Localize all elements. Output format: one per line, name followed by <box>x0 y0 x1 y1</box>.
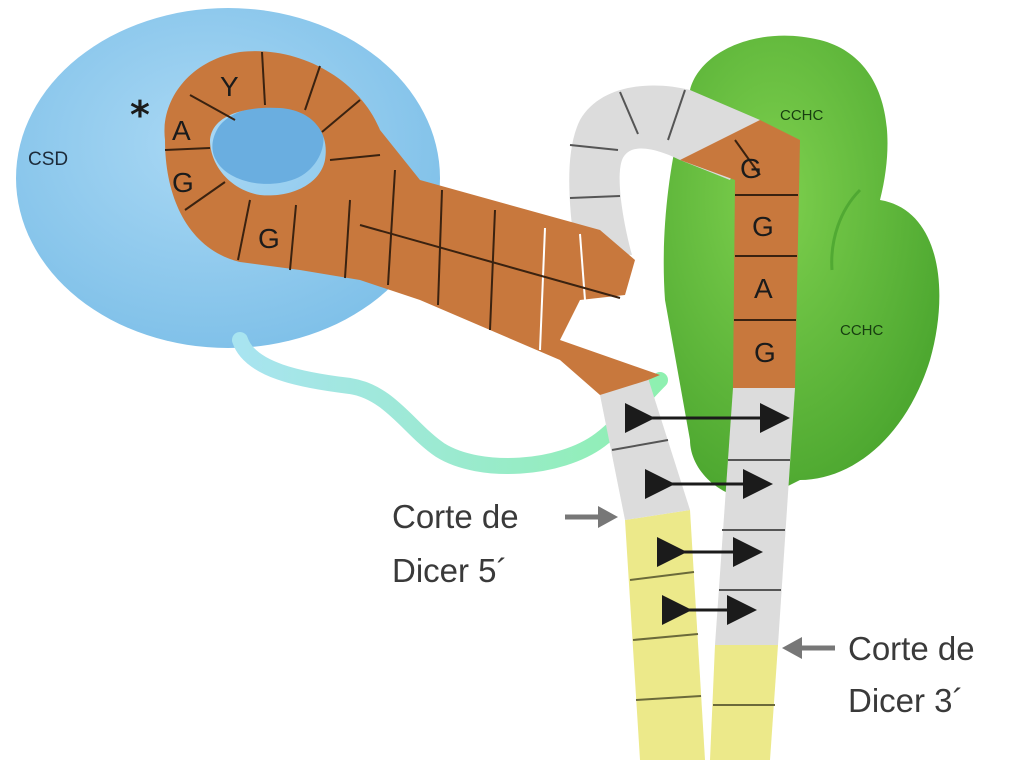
rna-5prime-yellow <box>625 510 705 760</box>
loop-nt: Y <box>220 71 239 102</box>
cut-3-line1: Corte de <box>848 630 975 667</box>
stem-nt: A <box>754 273 773 304</box>
cchc-label-bottom: CCHC <box>840 322 883 339</box>
loop-nt: G <box>172 167 194 198</box>
cut-arrow-5 <box>565 506 618 528</box>
rna-5prime-grey <box>600 378 690 520</box>
stem-nt: G <box>752 211 774 242</box>
cut-arrow-3 <box>782 637 835 659</box>
cut-3-line2: Dicer 3´ <box>848 682 964 719</box>
cut-5-line2: Dicer 5´ <box>392 552 508 589</box>
loop-nt: G <box>258 223 280 254</box>
rna-3prime-yellow <box>710 645 778 760</box>
asterisk-mark: * <box>130 93 150 137</box>
stem-nt: G <box>754 337 776 368</box>
loop-nt: A <box>172 115 191 146</box>
stem-nt: G <box>740 153 762 184</box>
cchc-label-top: CCHC <box>780 107 823 124</box>
cut-5-line1: Corte de <box>392 498 519 535</box>
csd-label: CSD <box>28 149 68 170</box>
